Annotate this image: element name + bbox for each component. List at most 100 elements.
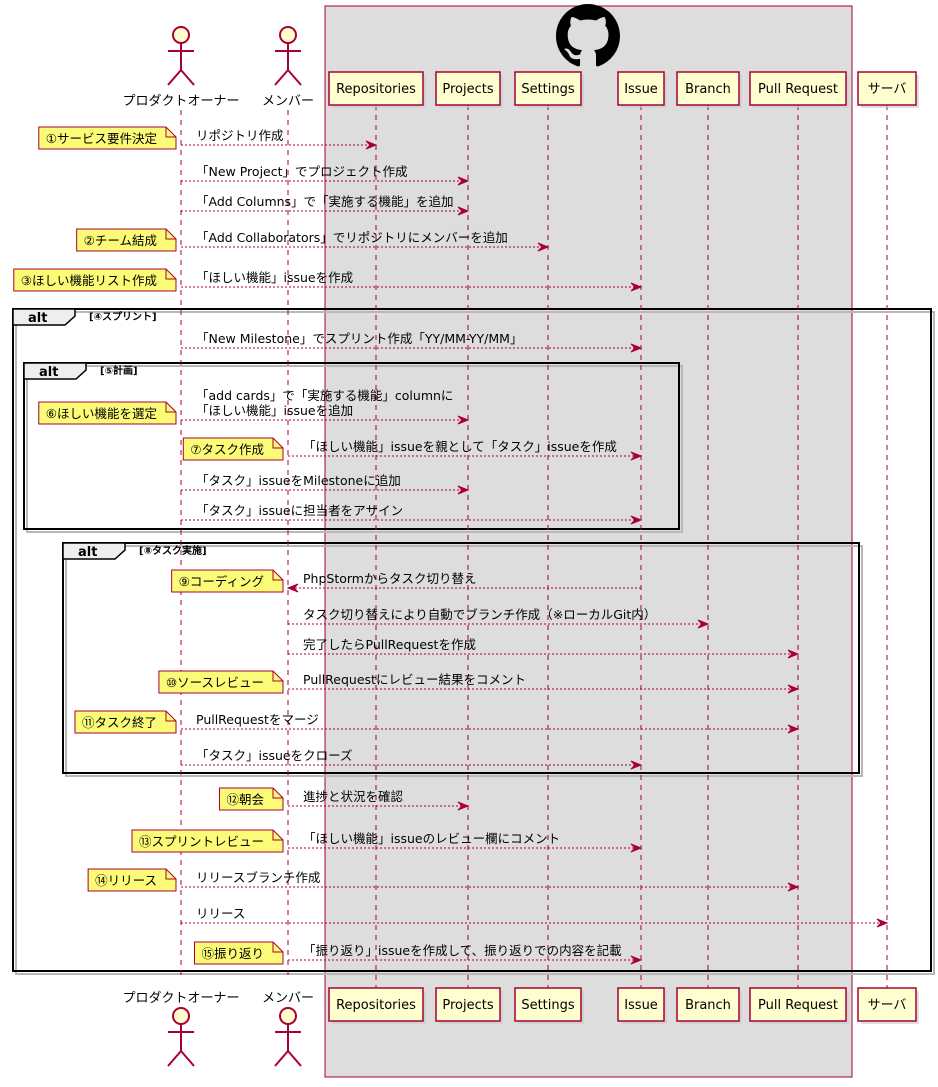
participant-label: サーバ [868,82,907,97]
arrowhead-icon [457,485,470,495]
note-8: ⑦タスク作成 [182,437,284,461]
message-17: 進捗と状況を確認 [288,789,470,811]
actor-icon [172,1007,190,1025]
note-4: ②チーム結成 [76,228,177,252]
message-4: 「Add Collaborators」でリポジトリにメンバーを追加 [181,230,550,252]
message-13: 完了したらPullRequestを作成 [288,637,800,659]
message-label: PullRequestをマージ [196,712,319,727]
participant-label: プロダクトオーナー [122,94,239,109]
participant-branch-bottom: Branch [676,987,742,1024]
participant-label: サーバ [868,998,907,1013]
actor-po-top: プロダクトオーナー [122,26,240,109]
participant-group-box-layer [324,4,853,1078]
message-label: PullRequestにレビュー結果をコメント [303,672,526,687]
arrowhead-icon [457,415,470,425]
note-1: ①サービス要件決定 [38,126,177,150]
note-layer: ①サービス要件決定 ②チーム結成 ③ほしい機能リスト作成 ⑥ほしい機能を選定 ⑦タスク作… [13,126,284,965]
arrowhead-icon [537,242,550,252]
participant-server-bottom: サーバ [857,987,919,1024]
note-label: ⑫朝会 [226,792,264,807]
message-label: 「ほしい機能」issueを追加 [196,403,353,418]
message-label: 「add cards」で「実施する機能」columnに [196,388,453,403]
participant-pr-top: Pull Request [749,71,849,108]
message-19: リリースブランチ作成 [181,870,800,892]
participant-pr-bottom: Pull Request [749,987,849,1024]
participant-label: Pull Request [758,998,838,1013]
participant-label: メンバー [262,94,314,109]
note-label: ⑦タスク作成 [190,442,264,457]
arrowhead-icon [286,583,299,593]
participant-label: Issue [624,998,658,1013]
message-7: 「add cards」で「実施する機能」columnに「ほしい機能」issueを… [181,388,470,425]
message-label: 「タスク」issueに担当者をアサイン [196,503,403,518]
arrowhead-icon [630,343,643,353]
note-19: ⑭リリース [87,868,177,892]
participant-label: Repositories [336,82,416,97]
note-14: ⑩ソースレビュー [158,670,284,694]
actor-member-top: メンバー [262,26,314,109]
message-label: 進捗と状況を確認 [303,789,404,804]
participant-server-top: サーバ [857,71,919,108]
participant-label: Settings [521,998,575,1013]
arrowhead-icon [365,140,378,150]
arrowhead-icon [787,684,800,694]
message-18: 「ほしい機能」issueのレビュー欄にコメント [288,831,643,853]
message-label: 「タスク」issueをクローズ [196,748,353,763]
participant-issue-top: Issue [617,71,667,108]
fragment-condition: [④スプリント] [89,310,157,323]
participant-repos-top: Repositories [328,71,426,108]
message-15: PullRequestをマージ [181,712,800,734]
message-5: 「ほしい機能」issueを作成 [181,270,643,292]
note-7: ⑥ほしい機能を選定 [38,401,177,425]
fragment-layer: alt[④スプリント]alt[⑤計画]alt[⑧タスク実施] [12,308,935,975]
arrowhead-icon [787,724,800,734]
arrowhead-icon [457,801,470,811]
actor-icon [172,26,190,44]
message-label: 「ほしい機能」issueを作成 [196,270,353,285]
note-17: ⑫朝会 [218,787,284,811]
arrowhead-icon [697,619,710,629]
note-5: ③ほしい機能リスト作成 [13,268,177,292]
message-14: PullRequestにレビュー結果をコメント [288,672,800,694]
note-label: ②チーム結成 [84,233,157,248]
participant-group-box [324,5,853,1078]
note-15: ⑪タスク終了 [74,710,177,734]
participant-label: Pull Request [758,82,838,97]
message-9: 「タスク」issueをMilestoneに追加 [181,473,470,495]
arrowhead-icon [630,451,643,461]
participant-label: Issue [624,82,658,97]
participant-label: Projects [442,82,493,97]
note-label: ⑮振り返り [201,946,264,961]
note-label: ⑬スプリントレビュー [139,834,264,849]
fragment-keyword: alt [28,311,47,326]
actor-po-bottom: プロダクトオーナー [122,991,240,1067]
participant-label: Branch [685,998,731,1013]
arrowhead-icon [787,882,800,892]
note-label: ⑪タスク終了 [82,715,157,730]
message-3: 「Add Columns」で「実施する機能」を追加 [181,194,470,216]
fragment-keyword: alt [78,545,97,560]
message-label: 「ほしい機能」issueを親として「タスク」issueを作成 [303,439,617,454]
message-label: 「Add Collaborators」でリポジトリにメンバーを追加 [196,230,508,245]
participant-projects-top: Projects [435,71,503,108]
participant-settings-top: Settings [514,71,584,108]
message-10: 「タスク」issueに担当者をアサイン [181,503,643,525]
arrowhead-icon [630,282,643,292]
participant-label: プロダクトオーナー [122,991,239,1006]
actor-member-bottom: メンバー [262,991,314,1067]
fragment-keyword: alt [39,365,58,380]
fragment-condition: [⑧タスク実施] [139,544,207,557]
alt-fragment-2: alt[⑤計画] [23,362,683,533]
note-21: ⑮振り返り [193,941,284,965]
note-label: ⑨コーディング [179,574,264,589]
alt-fragment-1: alt [④スプリント] [12,308,935,975]
message-label: リリース [196,906,245,921]
arrowhead-icon [630,760,643,770]
participant-branch-top: Branch [676,71,742,108]
note-label: ③ほしい機能リスト作成 [21,273,157,288]
actor-icon [279,26,297,44]
message-label: リリースブランチ作成 [196,870,320,885]
arrowhead-icon [630,515,643,525]
note-label: ①サービス要件決定 [46,131,157,146]
participant-settings-bottom: Settings [514,987,584,1024]
